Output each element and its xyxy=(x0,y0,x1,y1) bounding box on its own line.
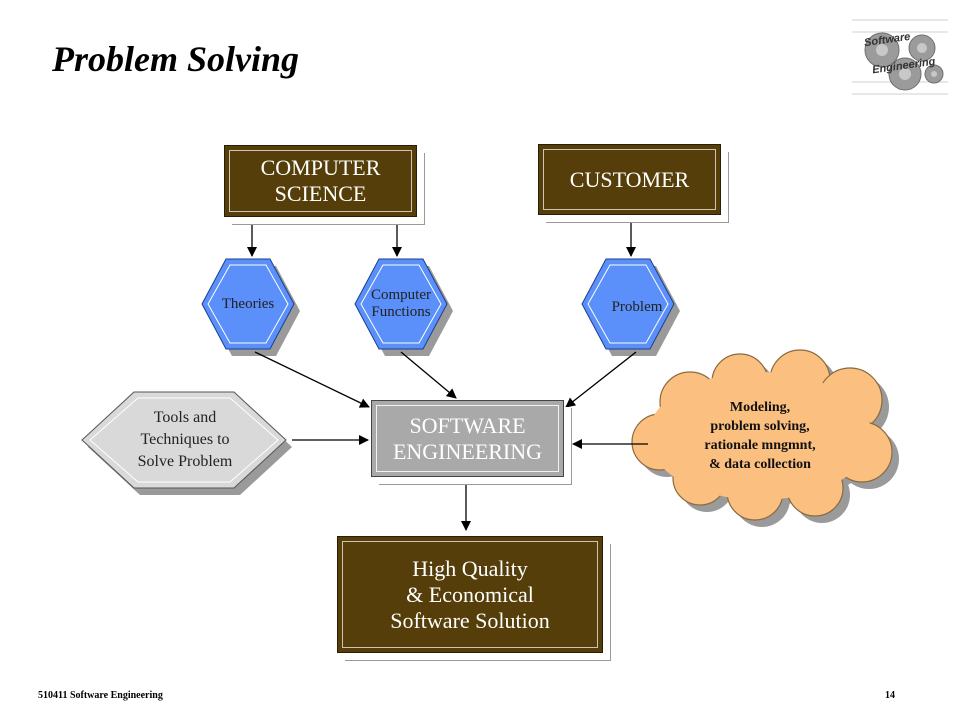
customer-label: CUSTOMER xyxy=(569,166,690,192)
slide-title: Problem Solving xyxy=(52,39,300,79)
computer-functions-hexagon xyxy=(354,258,453,356)
modeling-cloud xyxy=(631,349,899,527)
software-engineering-gears-logo: Software Engineering xyxy=(850,12,950,104)
problem-label: Problem xyxy=(611,298,663,315)
solution-box: High Quality & Economical Software Solut… xyxy=(337,536,603,653)
arrow-functions-to-se xyxy=(400,351,457,399)
theories-hexagon xyxy=(201,258,300,356)
computer-science-label: COMPUTER SCIENCE xyxy=(260,155,381,206)
modeling-label: Modeling, problem solving, rationale mng… xyxy=(704,400,816,472)
software-engineering-label: SOFTWARE ENGINEERING xyxy=(392,412,543,464)
footer-course: 510411 Software Engineering xyxy=(38,690,163,701)
problem-hexagon xyxy=(581,258,680,356)
customer-box: CUSTOMER xyxy=(538,144,721,215)
tools-label: Tools and Techniques to Solve Problem xyxy=(137,409,233,470)
tools-hexagon xyxy=(81,391,292,495)
software-engineering-box: SOFTWARE ENGINEERING xyxy=(371,400,564,477)
solution-label: High Quality & Economical Software Solut… xyxy=(390,555,550,633)
page-number: 14 xyxy=(885,690,895,701)
computer-science-box: COMPUTER SCIENCE xyxy=(224,145,417,217)
theories-label: Theories xyxy=(221,295,275,312)
arrow-problem-to-se xyxy=(565,351,637,408)
arrow-theories-to-se xyxy=(254,351,370,408)
computer-functions-label: Computer Functions xyxy=(371,287,431,320)
gears-icon xyxy=(852,19,948,95)
